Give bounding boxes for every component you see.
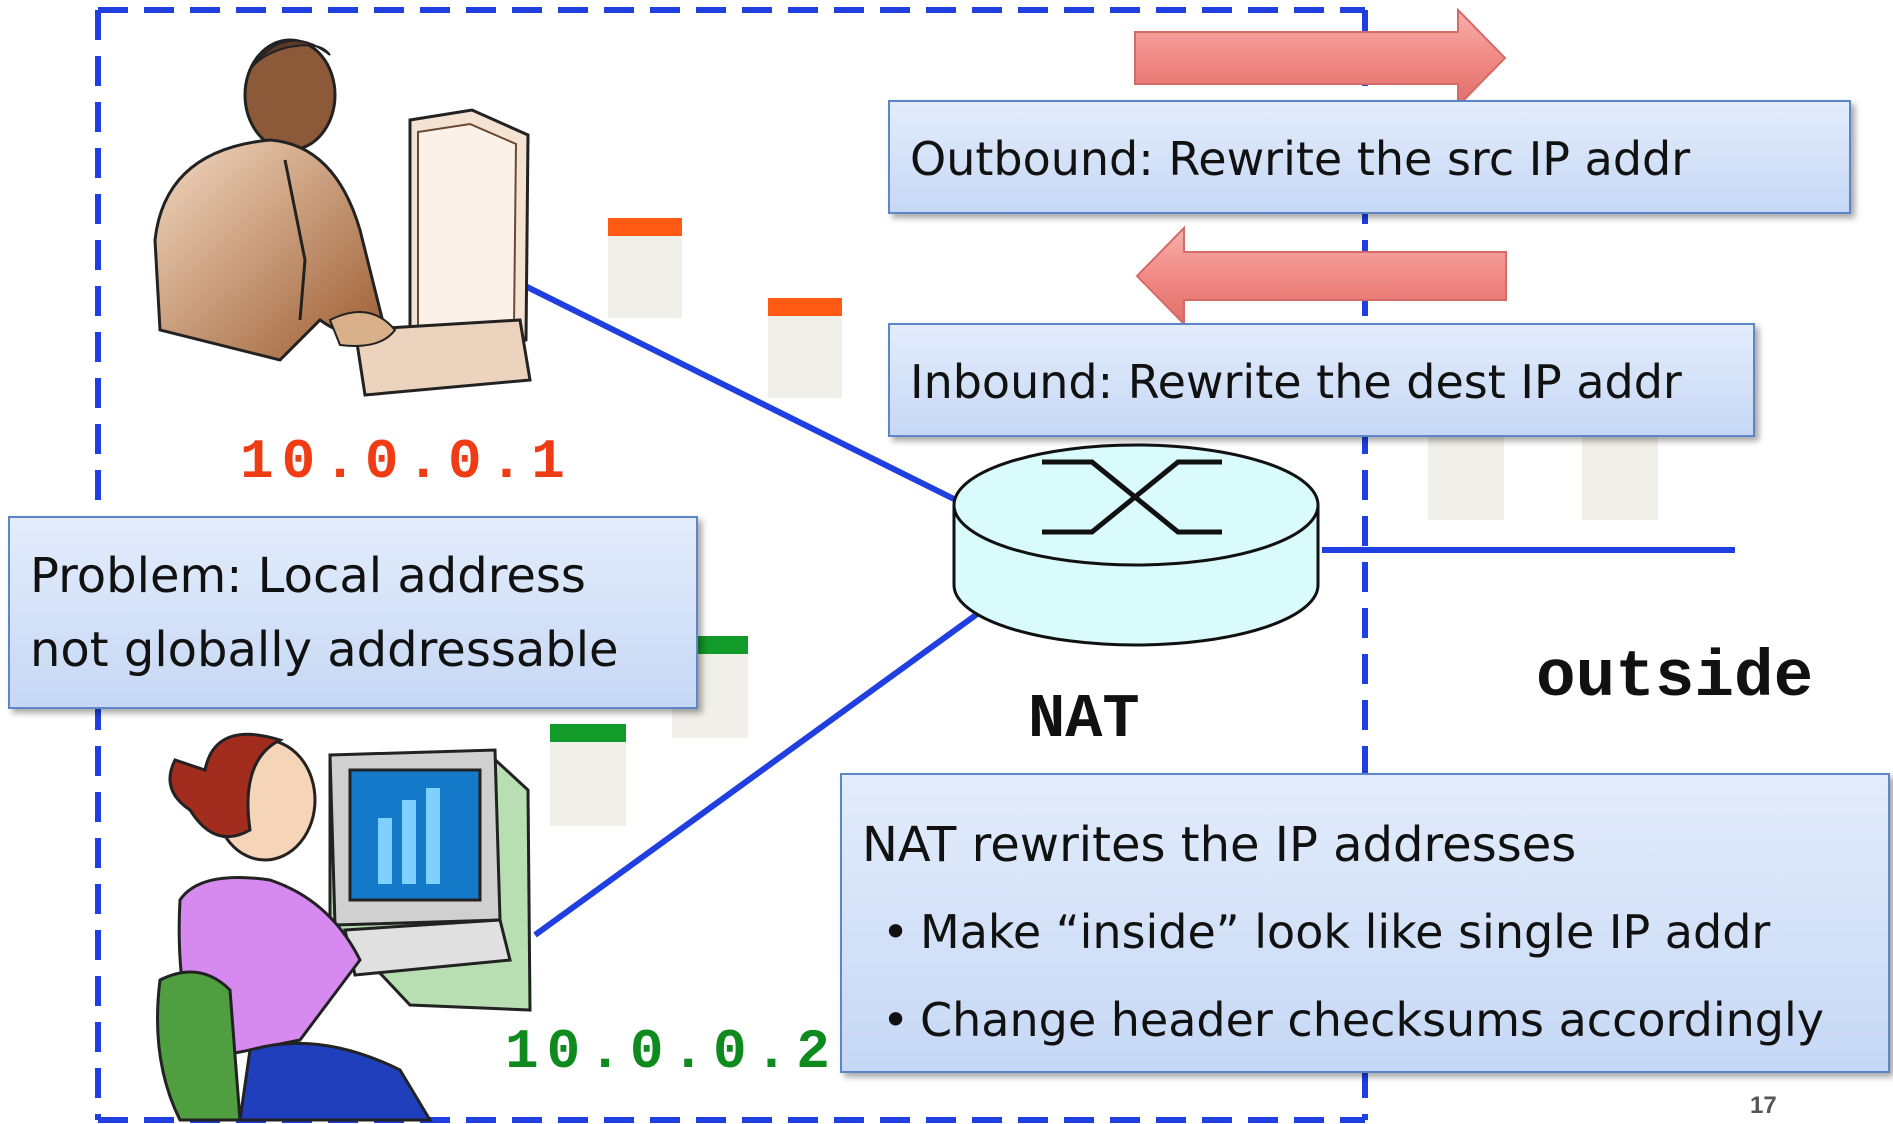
- outside-label: outside: [1536, 640, 1814, 715]
- packet-icon: [608, 218, 682, 318]
- man-at-computer-icon: [153, 38, 532, 397]
- problem-callout: Problem: Local address not globally addr…: [8, 516, 698, 709]
- slide-number: 17: [1750, 1092, 1777, 1119]
- link-host1-nat: [501, 272, 962, 505]
- outbound-text: Outbound: Rewrite the src IP addr: [910, 132, 1691, 186]
- bullet-icon: •: [882, 993, 910, 1047]
- problem-text-line2: not globally addressable: [30, 622, 619, 678]
- bullet-2-text: Change header checksums accordingly: [920, 993, 1824, 1047]
- bullet-1-text: Make “inside” look like single IP addr: [920, 905, 1771, 959]
- nat-summary-bullet-2: •Change header checksums accordingly: [882, 993, 1824, 1047]
- packet-icon: [550, 724, 626, 826]
- right-arrow-icon: [1134, 7, 1507, 109]
- router-icon: [952, 443, 1320, 647]
- nat-summary-bullet-1: •Make “inside” look like single IP addr: [882, 905, 1770, 959]
- left-arrow-icon: [1135, 225, 1507, 327]
- nat-label: NAT: [1028, 684, 1140, 755]
- inbound-text: Inbound: Rewrite the dest IP addr: [910, 355, 1682, 409]
- host2-ip-label: 10.0.0.2: [505, 1020, 838, 1084]
- link-host2-nat: [533, 609, 982, 938]
- problem-text-line1: Problem: Local address: [30, 548, 586, 604]
- bullet-icon: •: [882, 905, 910, 959]
- packet-icon: [768, 298, 842, 398]
- host1-ip-label: 10.0.0.1: [240, 430, 573, 494]
- woman-at-computer-icon: [156, 732, 532, 1122]
- outbound-callout: Outbound: Rewrite the src IP addr: [888, 100, 1851, 214]
- inbound-callout: Inbound: Rewrite the dest IP addr: [888, 323, 1755, 437]
- nat-summary-heading: NAT rewrites the IP addresses: [862, 817, 1577, 873]
- nat-summary-callout: NAT rewrites the IP addresses •Make “ins…: [840, 773, 1890, 1073]
